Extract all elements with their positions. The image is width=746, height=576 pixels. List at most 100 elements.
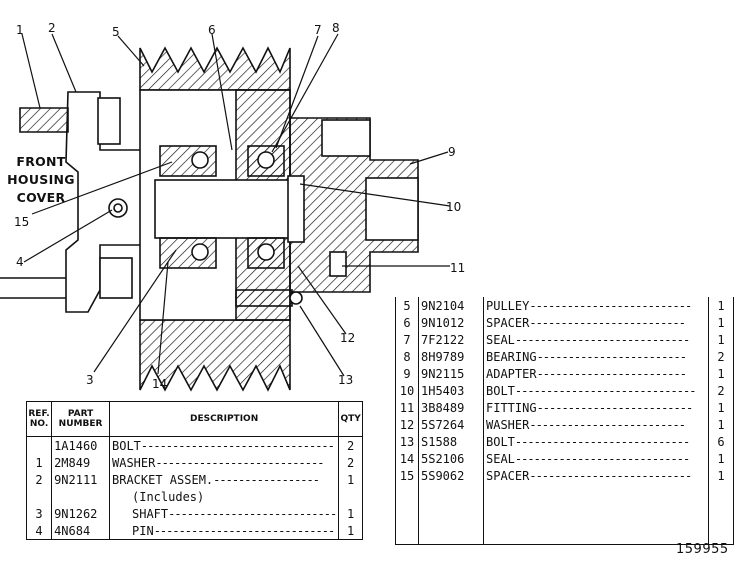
row-qty: 1	[708, 416, 734, 433]
row-qty: 1	[708, 450, 734, 467]
row-ref	[25, 488, 53, 505]
row-qty: 2	[338, 454, 363, 471]
row-qty: 6	[708, 433, 734, 450]
row-ref: 8	[395, 348, 419, 365]
row-ref: 5	[395, 297, 419, 314]
row-qty	[338, 488, 363, 505]
row-qty: 1	[338, 505, 363, 522]
callout-11: 11	[450, 261, 466, 275]
row-part-number: 7F2122	[418, 331, 484, 348]
row-ref: 3	[25, 505, 53, 522]
row-description: SEAL----------------------------	[483, 450, 709, 467]
callout-12: 12	[340, 331, 356, 345]
row-part-number: 9N1012	[418, 314, 484, 331]
row-part-number: S1588	[418, 433, 484, 450]
adapter	[289, 117, 419, 293]
header-description: DESCRIPTION	[108, 401, 340, 437]
callout-2: 2	[48, 21, 56, 35]
row-description: ADAPTER------------------------	[483, 365, 709, 382]
housing-label-line-3: COVER	[16, 190, 66, 205]
table-filler-row	[395, 484, 734, 545]
row-qty: 2	[708, 382, 734, 399]
row-description: SPACER-------------------------	[483, 314, 709, 331]
row-part-number: 9N2104	[418, 297, 484, 314]
header-qty: QTY	[338, 401, 363, 437]
row-description: BRACKET ASSEM.-----------------	[108, 471, 340, 488]
row-part-number: 9N1262	[51, 505, 110, 522]
front-housing-cover-label: FRONT HOUSING COVER	[2, 153, 80, 207]
housing-label-line-1: FRONT	[16, 154, 66, 169]
row-part-number: 5S7264	[418, 416, 484, 433]
row-ref: 10	[395, 382, 419, 399]
row-part-number: 2M849	[51, 454, 110, 471]
row-description: FITTING-------------------------	[483, 399, 709, 416]
row-part-number: 9N2115	[418, 365, 484, 382]
shaft-and-bearings	[154, 145, 305, 269]
row-qty: 1	[708, 399, 734, 416]
row-part-number: 5S2106	[418, 450, 484, 467]
row-part-number: 9N2111	[51, 471, 110, 488]
row-description: (Includes)	[108, 488, 340, 505]
callout-5: 5	[112, 25, 120, 39]
figure-number: 159955	[676, 542, 729, 557]
row-description: WASHER---------------------------	[108, 454, 340, 471]
row-qty: 1	[708, 314, 734, 331]
row-ref: 15	[395, 467, 419, 484]
row-ref: 6	[395, 314, 419, 331]
row-description: BOLT-----------------------------	[483, 382, 709, 399]
row-part-number	[51, 488, 110, 505]
row-qty: 1	[708, 331, 734, 348]
row-part-number: 1A1460	[51, 436, 110, 454]
table-row: (Includes)	[25, 488, 363, 505]
row-description: SEAL----------------------------	[483, 331, 709, 348]
row-qty: 1	[708, 365, 734, 382]
housing-label-line-2: HOUSING	[7, 172, 75, 187]
callout-1: 1	[16, 23, 24, 37]
row-part-number: 3B8489	[418, 399, 484, 416]
row-ref: 12	[395, 416, 419, 433]
callout-10: 10	[446, 200, 462, 214]
callout-6: 6	[208, 23, 216, 37]
row-description: BEARING------------------------	[483, 348, 709, 365]
row-ref: 7	[395, 331, 419, 348]
row-part-number: 4N684	[51, 522, 110, 540]
row-ref: 4	[25, 522, 53, 540]
callout-8: 8	[332, 21, 340, 35]
row-qty: 1	[338, 522, 363, 540]
row-ref: 1	[25, 454, 53, 471]
row-qty: 2	[708, 348, 734, 365]
row-part-number: 5S9062	[418, 467, 484, 484]
bracket-assembly	[0, 91, 159, 313]
row-qty: 2	[338, 436, 363, 454]
row-ref: 13	[395, 433, 419, 450]
row-description: BOLT----------------------------	[483, 433, 709, 450]
row-description: SPACER--------------------------	[483, 467, 709, 484]
row-description: PULLEY--------------------------	[483, 297, 709, 314]
header-ref-no: REF.NO.	[25, 401, 53, 437]
row-ref: 2	[25, 471, 53, 488]
row-part-number: 1H5403	[418, 382, 484, 399]
callout-15: 15	[14, 215, 30, 229]
row-ref	[25, 436, 53, 454]
row-ref: 11	[395, 399, 419, 416]
callout-9: 9	[448, 145, 456, 159]
row-qty: 1	[708, 467, 734, 484]
row-qty: 1	[708, 297, 734, 314]
